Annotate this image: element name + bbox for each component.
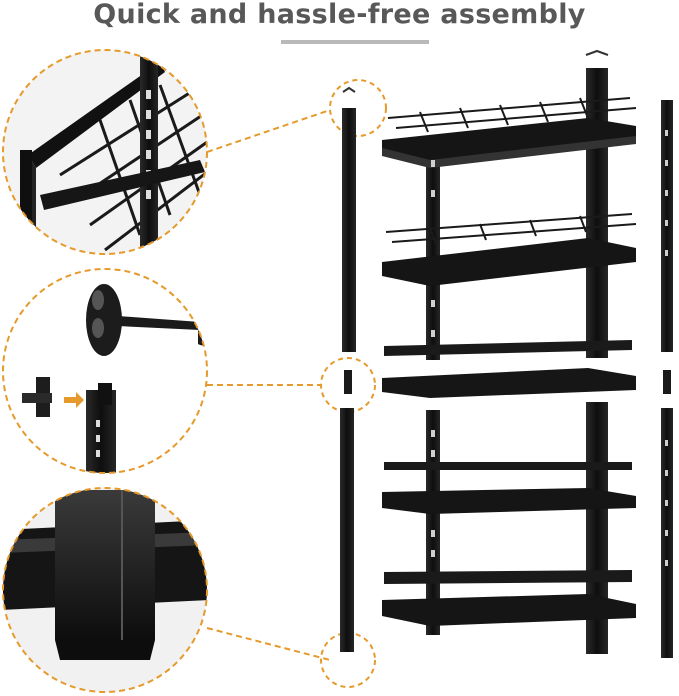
detail-foot <box>2 487 331 693</box>
shelf-beam-middle <box>382 368 636 398</box>
detail-mallet-connector <box>2 268 322 474</box>
headline-underline <box>281 40 429 44</box>
arrow-right-icon <box>64 392 84 408</box>
detail-top-corner <box>2 49 331 255</box>
shelf-unit-lower <box>382 160 636 654</box>
shelf-unit-upper <box>382 49 637 360</box>
headline: Quick and hassle-free assembly <box>93 0 586 30</box>
callout-top <box>329 79 387 137</box>
rubber-mallet-icon <box>86 284 207 356</box>
left-posts <box>340 86 356 652</box>
callout-middle <box>320 357 376 413</box>
right-posts <box>661 100 673 658</box>
